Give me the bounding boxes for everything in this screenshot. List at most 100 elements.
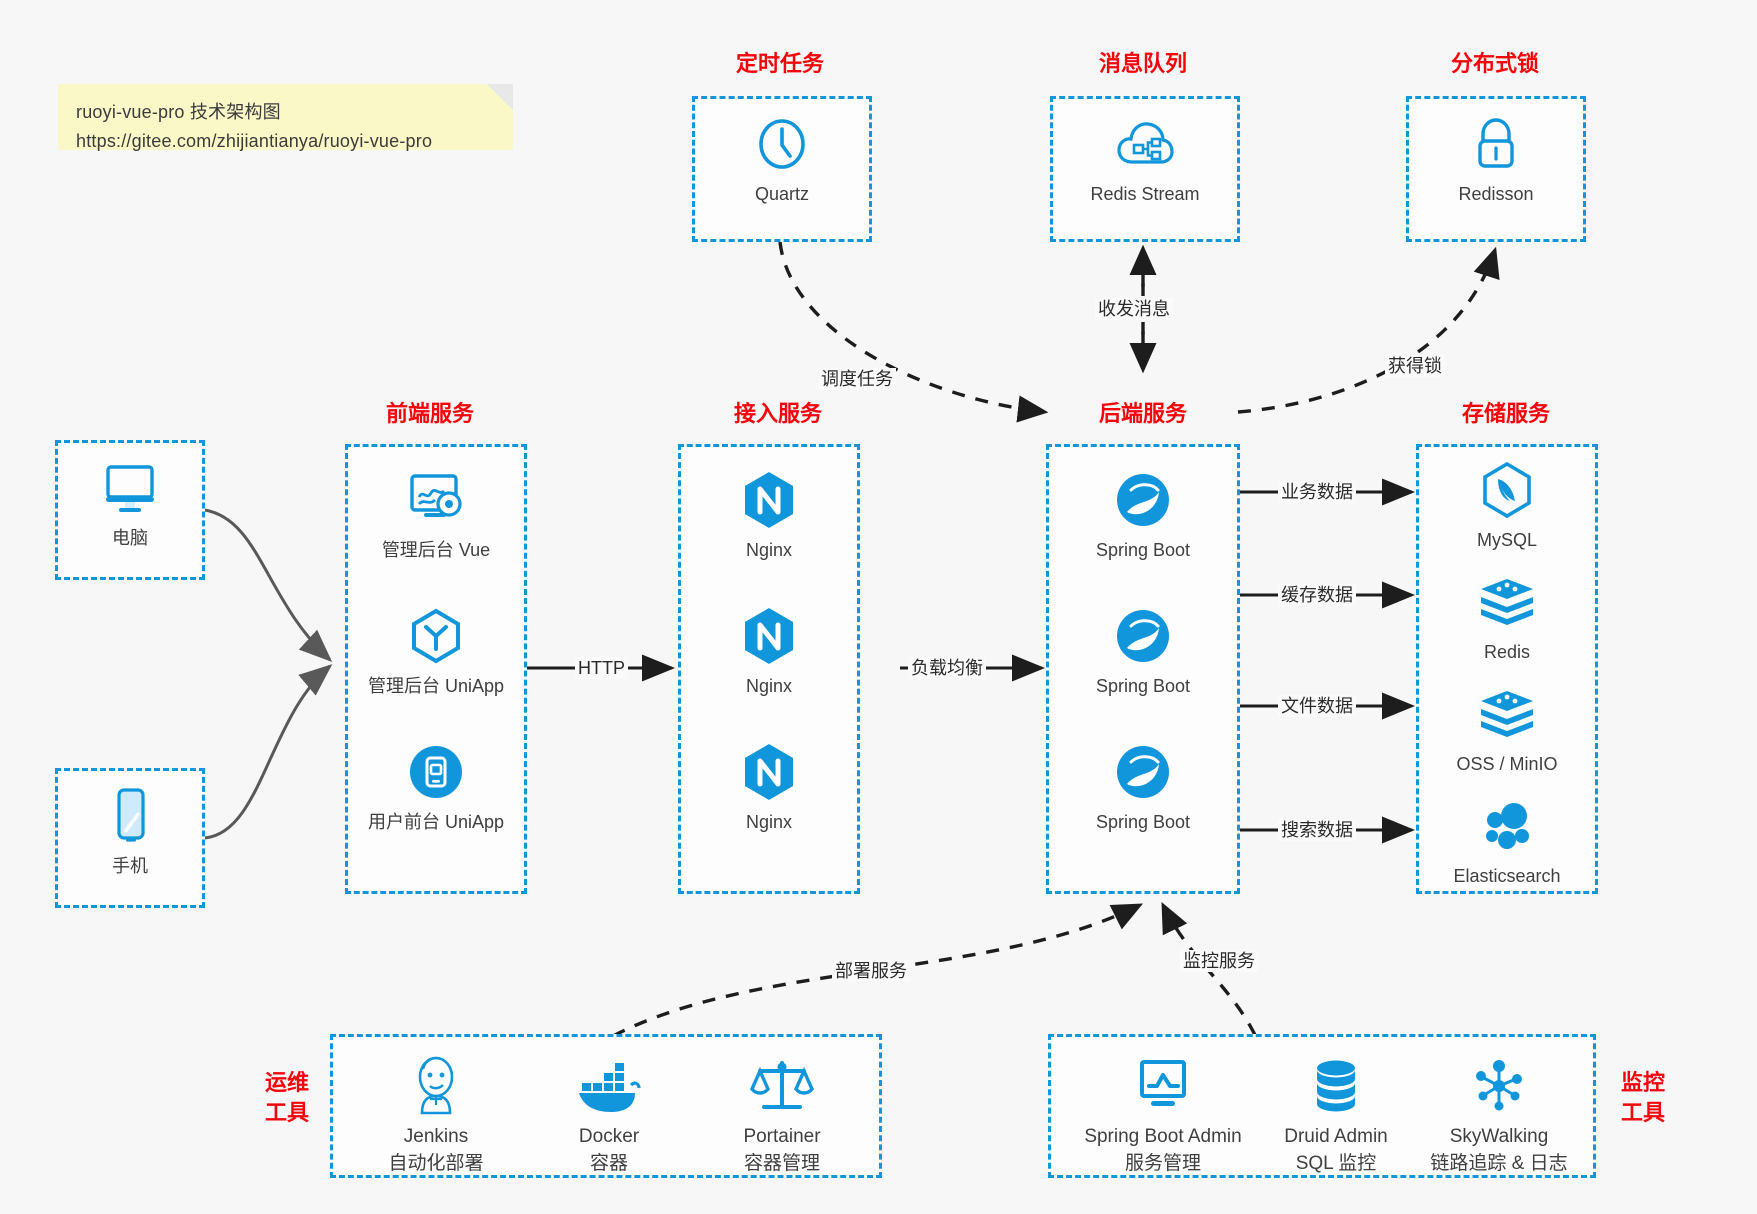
jenkins-icon <box>351 1049 521 1115</box>
skywalking-icon <box>1409 1049 1589 1115</box>
edge-label-business-data: 业务数据 <box>1278 481 1356 503</box>
caption-devops-line-1: 运维 <box>264 1070 309 1095</box>
note-fold-icon <box>487 84 513 110</box>
node-label: 手机 <box>112 856 148 876</box>
node-docker[interactable]: Docker 容器 <box>524 1049 694 1177</box>
mysql-icon <box>1419 459 1595 521</box>
node-oss-minio[interactable]: OSS / MinIO <box>1419 683 1595 777</box>
node-portainer[interactable]: Portainer 容器管理 <box>697 1049 867 1177</box>
dashboard-vue-icon <box>348 469 524 531</box>
oss-icon <box>1419 683 1595 745</box>
caption-monitor-line-1: 监控 <box>1620 1070 1665 1095</box>
node-sublabel: SQL 监控 <box>1295 1153 1377 1174</box>
clock-icon <box>695 113 869 175</box>
node-spring-boot-2[interactable]: Spring Boot <box>1049 605 1237 699</box>
caption-devops-line-2: 工具 <box>264 1100 309 1125</box>
nginx-icon <box>681 469 857 531</box>
group-frontend: 管理后台 Vue 管理后台 UniApp 用户前台 UniApp <box>345 444 527 894</box>
nginx-icon <box>681 741 857 803</box>
node-sublabel: 自动化部署 <box>388 1153 484 1174</box>
node-label: 管理后台 Vue <box>381 540 491 560</box>
caption-storage: 存储服务 <box>1461 401 1550 426</box>
node-label: Portainer <box>743 1126 821 1147</box>
group-mq: Redis Stream <box>1050 96 1240 242</box>
caption-gateway: 接入服务 <box>733 401 822 426</box>
node-label: Elasticsearch <box>1453 866 1561 886</box>
node-user-uniapp[interactable]: 用户前台 UniApp <box>348 741 524 835</box>
node-sublabel: 容器 <box>589 1153 628 1174</box>
spring-boot-icon <box>1049 469 1237 531</box>
edge-label-deploy-service: 部署服务 <box>832 960 910 982</box>
node-elasticsearch[interactable]: Elasticsearch <box>1419 795 1595 889</box>
caption-frontend: 前端服务 <box>385 401 474 426</box>
node-label: Redis Stream <box>1090 184 1200 204</box>
caption-devops: 运维 工具 <box>252 1068 322 1128</box>
edge-label-http: HTTP <box>575 657 628 679</box>
node-mysql[interactable]: MySQL <box>1419 459 1595 553</box>
note-line-2: https://gitee.com/zhijiantianya/ruoyi-vu… <box>76 131 433 151</box>
node-quartz[interactable]: Quartz <box>695 113 869 207</box>
node-label: Nginx <box>745 812 793 832</box>
node-label: Jenkins <box>403 1126 469 1147</box>
node-redis-stream[interactable]: Redis Stream <box>1053 113 1237 207</box>
node-label: SkyWalking <box>1449 1126 1549 1147</box>
edge-label-search-data: 搜索数据 <box>1278 819 1356 841</box>
redis-icon <box>1419 571 1595 633</box>
node-label: Docker <box>578 1126 640 1147</box>
node-label: Redisson <box>1458 184 1534 204</box>
node-nginx-3[interactable]: Nginx <box>681 741 857 835</box>
node-label: 用户前台 UniApp <box>367 812 505 832</box>
node-label: Spring Boot <box>1095 540 1191 560</box>
node-label: Spring Boot <box>1095 676 1191 696</box>
desktop-icon <box>58 457 202 519</box>
lock-icon <box>1409 113 1583 175</box>
node-spring-boot-3[interactable]: Spring Boot <box>1049 741 1237 835</box>
node-admin-vue[interactable]: 管理后台 Vue <box>348 469 524 563</box>
caption-monitor-line-2: 工具 <box>1620 1100 1665 1125</box>
node-label: OSS / MinIO <box>1456 754 1558 774</box>
cloud-stream-icon <box>1053 113 1237 175</box>
mobile-icon <box>58 785 202 847</box>
caption-scheduler: 定时任务 <box>735 51 824 76</box>
node-label: 电脑 <box>112 528 148 548</box>
group-gateway: Nginx Nginx Nginx <box>678 444 860 894</box>
node-admin-uniapp[interactable]: 管理后台 UniApp <box>348 605 524 699</box>
node-druid-admin[interactable]: Druid Admin SQL 监控 <box>1246 1049 1426 1177</box>
node-label: Quartz <box>754 184 810 204</box>
edge-label-schedule-task: 调度任务 <box>818 368 896 390</box>
group-client-mobile: 手机 <box>55 768 205 908</box>
node-sublabel: 容器管理 <box>743 1153 820 1174</box>
caption-monitor: 监控 工具 <box>1608 1068 1678 1128</box>
group-storage: MySQL Redis <box>1416 444 1598 894</box>
node-nginx-1[interactable]: Nginx <box>681 469 857 563</box>
group-monitor: Spring Boot Admin 服务管理 Druid Admin SQL 监… <box>1048 1034 1596 1178</box>
node-label: Nginx <box>745 676 793 696</box>
node-jenkins[interactable]: Jenkins 自动化部署 <box>351 1049 521 1177</box>
node-redis[interactable]: Redis <box>1419 571 1595 665</box>
node-label: Druid Admin <box>1284 1126 1388 1147</box>
monitor-chart-icon <box>1063 1049 1263 1115</box>
node-spring-boot-1[interactable]: Spring Boot <box>1049 469 1237 563</box>
node-label: Redis <box>1483 642 1531 662</box>
edge-label-send-receive-message: 收发消息 <box>1095 298 1173 320</box>
caption-lock: 分布式锁 <box>1450 51 1539 76</box>
docker-icon <box>524 1049 694 1115</box>
uniapp-cube-icon <box>348 605 524 667</box>
caption-mq: 消息队列 <box>1098 51 1187 76</box>
node-skywalking[interactable]: SkyWalking 链路追踪 & 日志 <box>1409 1049 1589 1177</box>
node-redisson[interactable]: Redisson <box>1409 113 1583 207</box>
portainer-scale-icon <box>697 1049 867 1115</box>
node-spring-boot-admin[interactable]: Spring Boot Admin 服务管理 <box>1063 1049 1263 1177</box>
node-desktop[interactable]: 电脑 <box>58 457 202 551</box>
group-backend: Spring Boot Spring Boot Spring Boot <box>1046 444 1240 894</box>
node-nginx-2[interactable]: Nginx <box>681 605 857 699</box>
edge-label-load-balance: 负载均衡 <box>908 657 986 679</box>
edge-label-cache-data: 缓存数据 <box>1278 584 1356 606</box>
caption-backend: 后端服务 <box>1098 401 1187 426</box>
node-sublabel: 服务管理 <box>1124 1153 1201 1174</box>
node-label: 管理后台 UniApp <box>367 676 505 696</box>
info-note: ruoyi-vue-pro 技术架构图 https://gitee.com/zh… <box>58 84 513 151</box>
node-label: Nginx <box>745 540 793 560</box>
node-mobile[interactable]: 手机 <box>58 785 202 879</box>
